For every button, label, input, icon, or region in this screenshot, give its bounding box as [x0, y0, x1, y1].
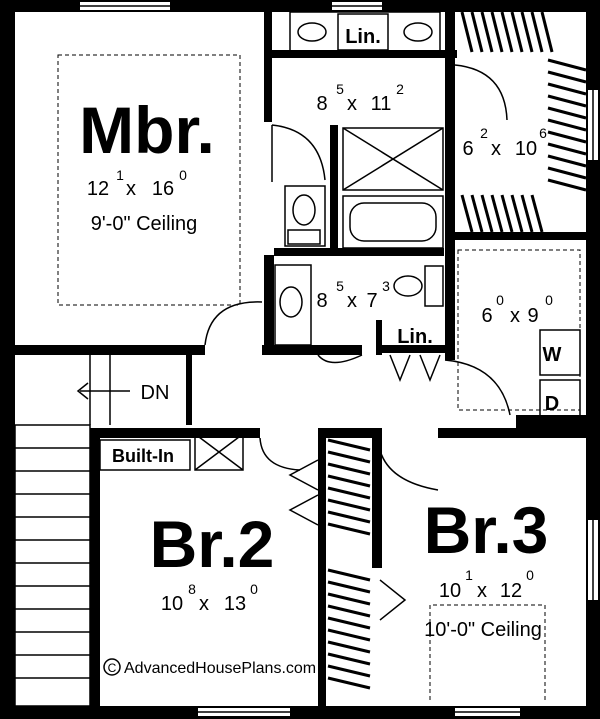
windows — [80, 2, 598, 716]
br2-closet-doors — [288, 459, 407, 621]
hall-bath-d-ft: 7 — [366, 290, 377, 312]
br2-d-in: 0 — [250, 581, 258, 597]
laundry-d-ft: 9 — [527, 305, 538, 327]
master-closet-d-ft: 10 — [515, 138, 537, 160]
hall-bath-sep: x — [347, 290, 357, 312]
mbr-ceiling-outline — [57, 54, 241, 306]
stairs-down-label: DN — [141, 382, 170, 404]
hall-bath-w-ft: 8 — [316, 290, 327, 312]
linen-doors — [389, 354, 441, 383]
master-closet-d-in: 6 — [539, 125, 547, 141]
mbr-size-d-ft: 16 — [152, 178, 174, 200]
built-in-label: Built-In — [112, 446, 174, 466]
br3-w-ft: 10 — [439, 580, 461, 602]
br3-ceiling: 10'-0" Ceiling — [424, 619, 542, 641]
laundry-outline — [457, 249, 581, 411]
mbr-size-w-ft: 12 — [87, 178, 109, 200]
linen-top-label: Lin. — [345, 26, 381, 48]
br3-sep: x — [477, 580, 487, 602]
master-bath-w-in: 5 — [336, 81, 344, 97]
br2-sep: x — [199, 593, 209, 615]
built-in-cabinet — [99, 433, 244, 471]
br2-name: Br.2 — [150, 507, 275, 581]
bath-fixtures — [204, 11, 511, 491]
br2-w-ft: 10 — [161, 593, 183, 615]
master-closet-sep: x — [491, 138, 501, 160]
mbr-size-sep: x — [126, 178, 136, 200]
laundry-w-in: 0 — [496, 292, 504, 308]
laundry-w-ft: 6 — [481, 305, 492, 327]
master-bath-d-in: 2 — [396, 81, 404, 97]
br3-d-ft: 12 — [500, 580, 522, 602]
br2-d-ft: 13 — [224, 593, 246, 615]
laundry-d-in: 0 — [545, 292, 553, 308]
copyright-text: AdvancedHousePlans.com — [124, 660, 316, 677]
master-bath-w-ft: 8 — [316, 93, 327, 115]
br2-w-in: 8 — [188, 581, 196, 597]
washer-box — [539, 329, 581, 376]
mbr-name: Mbr. — [79, 93, 215, 167]
laundry-sep: x — [510, 305, 520, 327]
hall-bath-w-in: 5 — [336, 278, 344, 294]
br3-w-in: 1 — [465, 567, 473, 583]
br3-d-in: 0 — [526, 567, 534, 583]
br3-name: Br.3 — [424, 493, 549, 567]
mbr-ceiling: 9'-0" Ceiling — [91, 213, 198, 235]
hall-bath-d-in: 3 — [382, 278, 390, 294]
mbr-size-w-in: 1 — [116, 167, 124, 183]
copyright-icon — [103, 658, 121, 676]
linen-hall-label: Lin. — [397, 326, 433, 348]
master-bath-d-ft: 11 — [371, 93, 392, 115]
dryer-label: D — [545, 393, 559, 415]
master-closet-w-ft: 6 — [462, 138, 473, 160]
master-bath-sep: x — [347, 93, 357, 115]
stairs — [14, 355, 192, 707]
interior-walls — [15, 12, 586, 718]
dryer-box — [539, 379, 581, 426]
copyright: C AdvancedHousePlans.com — [103, 658, 316, 677]
washer-label: W — [543, 344, 562, 366]
copyright-symbol: C — [108, 661, 117, 675]
master-closet-w-in: 2 — [480, 125, 488, 141]
mbr-size-d-in: 0 — [179, 167, 187, 183]
closet-hangers — [327, 11, 587, 690]
